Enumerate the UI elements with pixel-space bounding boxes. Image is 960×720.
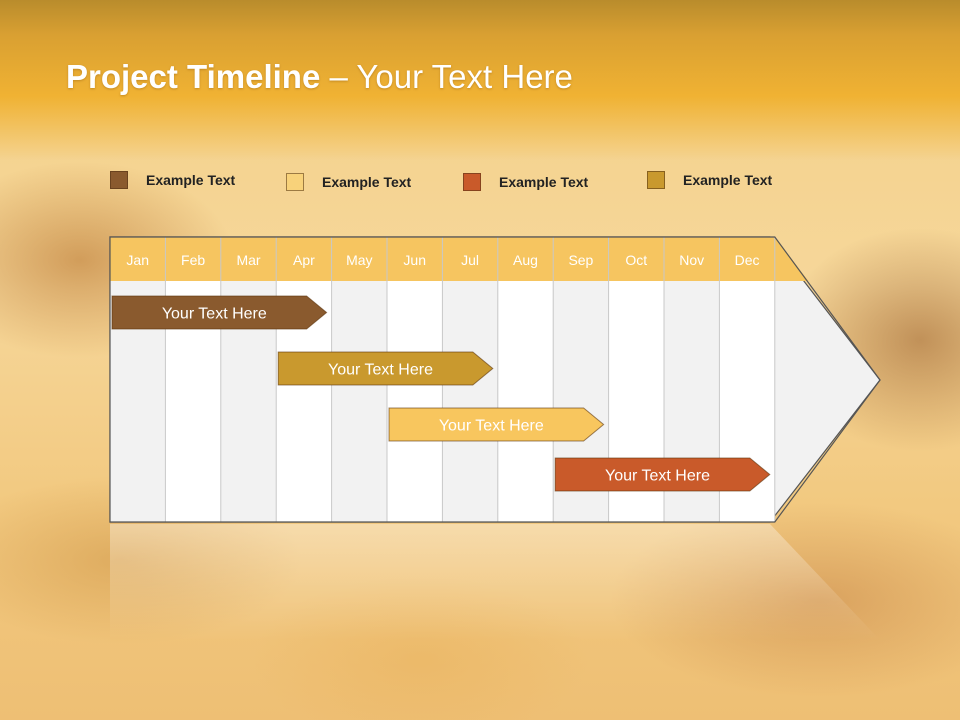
month-header-cell-may (331, 237, 387, 281)
month-label-aug: Aug (513, 252, 538, 268)
legend-swatch-4 (647, 171, 665, 189)
month-header-cell-sep (553, 237, 609, 281)
month-label-feb: Feb (181, 252, 205, 268)
month-header-cell-jan (110, 237, 166, 281)
task-bar-label: Your Text Here (605, 468, 710, 485)
month-label-nov: Nov (679, 252, 704, 268)
month-header-cell-mar (220, 237, 277, 281)
legend-label-4: Example Text (683, 172, 773, 188)
task-bar-label: Your Text Here (439, 418, 544, 435)
timeline-outline (109, 236, 881, 523)
month-label-jun: Jun (403, 252, 426, 268)
legend-item-2: Example Text (286, 172, 411, 192)
task-bar-shape (388, 407, 605, 442)
month-label-jan: Jan (126, 252, 149, 268)
task-bar-4[interactable]: Your Text Here (554, 457, 771, 492)
month-label-sep: Sep (568, 252, 593, 268)
legend-item-4: Example Text (647, 170, 772, 190)
header-band (0, 0, 960, 160)
month-column-jun (387, 281, 443, 522)
month-header-cell-jul (442, 237, 498, 281)
task-bar-3[interactable]: Your Text Here (388, 407, 605, 442)
month-column-aug (497, 281, 554, 522)
legend-item-1: Example Text (110, 170, 235, 190)
legend-swatch-1 (110, 171, 128, 189)
month-label-may: May (346, 252, 372, 268)
legend-swatch-3 (463, 173, 481, 191)
month-header-cell-oct (608, 237, 664, 281)
task-bar-label: Your Text Here (328, 362, 433, 379)
task-bar-label: Your Text Here (162, 306, 267, 323)
title-rest: – Your Text Here (320, 58, 573, 95)
month-header-cell-jun (387, 237, 443, 281)
task-bar-2[interactable]: Your Text Here (277, 351, 494, 386)
month-header-cell-nov (664, 237, 720, 281)
task-bar-1[interactable]: Your Text Here (111, 295, 328, 330)
task-bar-shape (277, 351, 494, 386)
timeline-reflection (110, 524, 880, 640)
month-column-jul (442, 281, 498, 522)
month-label-oct: Oct (625, 252, 647, 268)
month-label-apr: Apr (293, 252, 315, 268)
task-bar-shape (554, 457, 771, 492)
month-label-jul: Jul (461, 252, 479, 268)
month-column-may (331, 281, 387, 522)
legend-item-3: Example Text (463, 172, 588, 192)
page-title: Project Timeline – Your Text Here (66, 58, 573, 96)
legend-label-2: Example Text (322, 174, 412, 190)
task-bar-shape (111, 295, 328, 330)
month-label-dec: Dec (735, 252, 760, 268)
legend-label-1: Example Text (146, 172, 236, 188)
month-header-cell-aug (497, 237, 554, 281)
legend-label-3: Example Text (499, 174, 589, 190)
title-bold: Project Timeline (66, 58, 321, 95)
month-header-cell-apr (276, 237, 332, 281)
month-header-cell-feb (165, 237, 221, 281)
legend-swatch-2 (286, 173, 304, 191)
month-header-cell-dec (719, 237, 775, 281)
month-label-mar: Mar (236, 252, 260, 268)
